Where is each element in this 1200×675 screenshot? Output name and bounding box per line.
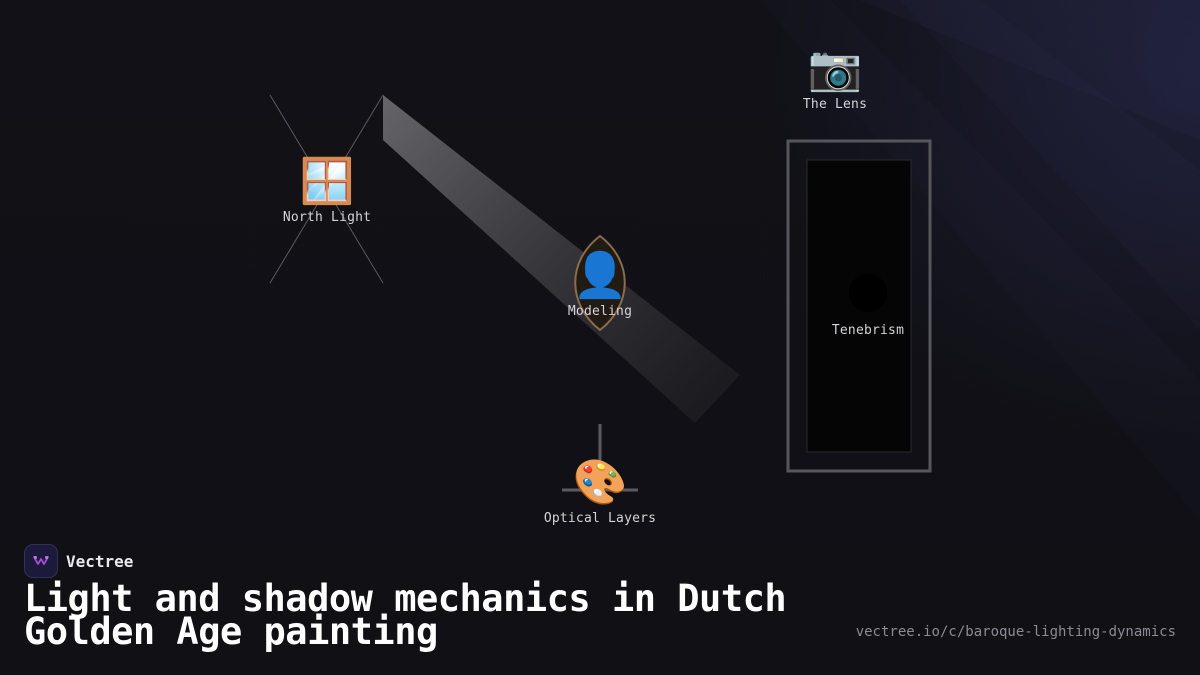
node-label: The Lens xyxy=(802,97,868,112)
vectree-logo-icon xyxy=(24,544,58,578)
optical-layers-axes xyxy=(562,424,638,492)
node-label: Optical Layers xyxy=(543,511,657,526)
node-label: North Light xyxy=(282,210,372,225)
node-tenebrism: 🌑 Tenebrism xyxy=(831,269,905,339)
brand[interactable]: Vectree xyxy=(24,544,133,578)
node-north-light: 🪟 North Light xyxy=(282,156,372,226)
camera-icon: 📷 xyxy=(807,43,863,94)
person-silhouette-icon: 👤 xyxy=(572,250,628,301)
window-cross-lines xyxy=(269,94,384,284)
lens-frame-inner xyxy=(806,159,912,453)
node-the-lens: 📷 The Lens xyxy=(802,43,868,113)
window-icon: 🪟 xyxy=(299,156,355,207)
source-url[interactable]: vectree.io/c/baroque-lighting-dynamics xyxy=(855,624,1176,640)
node-label: Tenebrism xyxy=(831,323,905,338)
lens-frame-outer xyxy=(786,139,932,473)
node-modeling: 👤 Modeling xyxy=(567,250,633,320)
modeling-outline xyxy=(574,234,626,332)
palette-icon: 🎨 xyxy=(572,457,628,508)
node-optical-layers: 🎨 Optical Layers xyxy=(543,457,657,527)
light-beam xyxy=(383,95,740,423)
brand-name: Vectree xyxy=(66,551,134,571)
node-label: Modeling xyxy=(567,304,633,319)
new-moon-icon: 🌑 xyxy=(845,269,891,320)
page-title: Light and shadow mechanics in Dutch Gold… xyxy=(24,577,787,653)
